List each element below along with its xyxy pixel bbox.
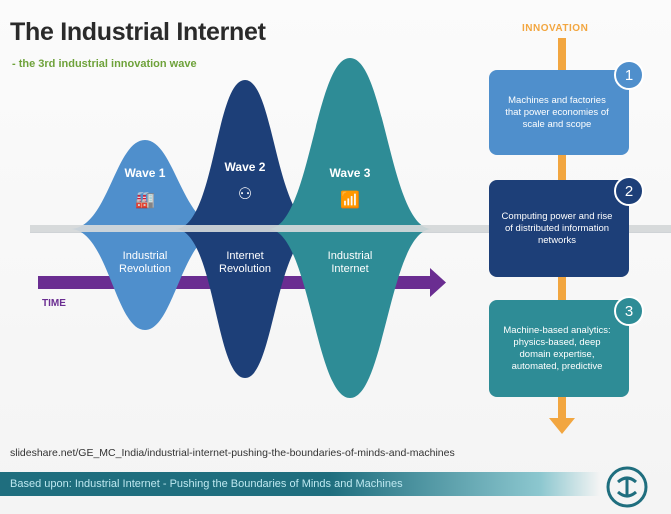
innovation-step-3-text: Machine-based analytics: physics-based, … (503, 324, 611, 372)
innovation-step-2: Computing power and rise of distributed … (489, 180, 629, 277)
innovation-step-1-text: Machines and factories that power econom… (505, 94, 609, 130)
analytics-icon: 📶 (340, 192, 360, 209)
source-url: slideshare.net/GE_MC_India/industrial-in… (10, 447, 455, 459)
baseline-overlay (30, 225, 671, 232)
wave-3-label-line1: Industrial (327, 250, 373, 262)
network-people-icon: ⚇ (237, 186, 253, 203)
innovation-label: INNOVATION (522, 23, 589, 34)
step-1-badge: 1 (614, 60, 644, 90)
page-title: The Industrial Internet (10, 18, 266, 46)
ge-logo (606, 466, 648, 508)
step-2-badge: 2 (614, 176, 644, 206)
wave-1-label-line1: Industrial (122, 250, 168, 262)
time-label: TIME (42, 298, 66, 309)
time-arrow-head (430, 268, 446, 297)
wave-2-label-line1: Internet (226, 250, 264, 262)
wave-2-title: Wave 2 (224, 160, 266, 174)
innovation-step-1: Machines and factories that power econom… (489, 70, 629, 155)
footer-text: Based upon: Industrial Internet - Pushin… (10, 478, 403, 490)
step-3-badge: 3 (614, 296, 644, 326)
innovation-step-3: Machine-based analytics: physics-based, … (489, 300, 629, 397)
wave-2-label-line2: Revolution (219, 263, 271, 275)
innovation-step-2-text: Computing power and rise of distributed … (501, 210, 613, 246)
innovation-arrow-head (549, 418, 575, 434)
factory-icon: 🏭 (135, 192, 155, 209)
footer-bar (0, 472, 600, 496)
wave-1-title: Wave 1 (124, 166, 166, 180)
page-subtitle: - the 3rd industrial innovation wave (12, 58, 197, 70)
wave-1-shape (70, 140, 225, 330)
wave-1-label-line2: Revolution (119, 263, 171, 275)
wave-3-title: Wave 3 (329, 166, 371, 180)
wave-3-label-line2: Internet (331, 263, 369, 275)
